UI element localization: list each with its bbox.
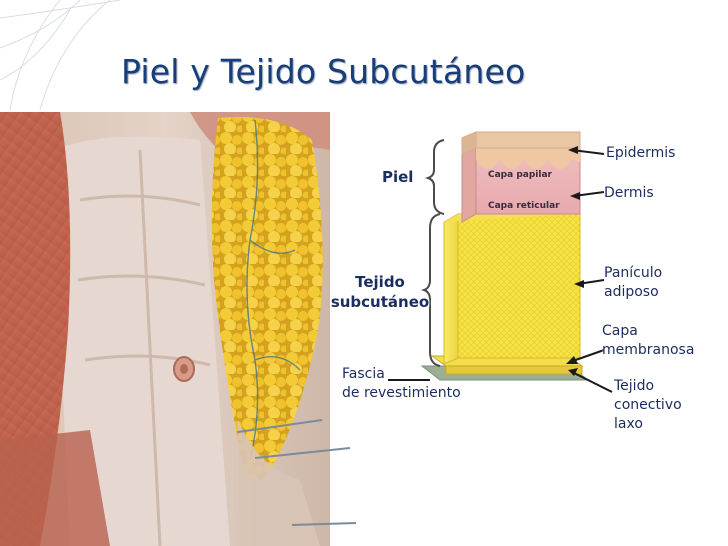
piel-brace [424,139,445,215]
label-tejido-con-line1: Tejido [614,378,655,394]
label-fascia-line1: Fascia [342,366,385,382]
label-tejido-con-line3: laxo [614,416,643,432]
page-title: Piel y Tejido Subcutáneo [121,52,526,91]
arrowhead-capa-membranosa [566,356,578,364]
label-capa-mem-line1: Capa [602,323,638,339]
fat-block-front [457,213,581,359]
papillary-boundary [476,146,580,169]
label-tejido-subcutaneo: Tejido subcutáneo [328,272,432,312]
label-tejido-con-line2: conectivo [614,397,682,413]
pointer-tejido-conectivo [571,371,613,393]
arrowhead-dermis [570,192,580,200]
label-fascia-line2: de revestimiento [342,385,461,401]
corner-decoration [0,0,121,110]
epidermis-front [475,131,581,149]
label-piel: Piel [382,168,414,186]
label-tejido-conectivo-laxo: Tejido conectivo laxo [614,377,682,434]
label-paniculo-line2: adiposo [604,284,659,300]
label-epidermis: Epidermis [606,145,676,161]
arrowhead-epidermis [568,146,578,154]
arrowhead-tejido-conectivo [568,368,578,376]
arrowhead-paniculo [574,280,584,288]
label-capa-mem-line2: membranosa [602,342,695,358]
fat-block-top [444,214,580,222]
membranous-layer-front [445,365,583,375]
fat-block-side [443,213,459,365]
epidermis-side [461,131,477,155]
label-paniculo-adiposo: Panículo adiposo [604,264,662,302]
tejido-brace [420,213,441,367]
label-capa-papilar: Capa papilar [488,170,552,180]
label-dermis: Dermis [604,185,654,201]
label-tejido-line2: subcutáneo [330,293,430,311]
label-fascia-de-revestimiento: Fascia de revestimiento [342,365,461,403]
label-capa-membranosa: Capa membranosa [602,322,694,360]
label-tejido-line1: Tejido [355,273,405,291]
label-capa-reticular: Capa reticular [488,201,560,211]
label-paniculo-line1: Panículo [604,265,663,281]
